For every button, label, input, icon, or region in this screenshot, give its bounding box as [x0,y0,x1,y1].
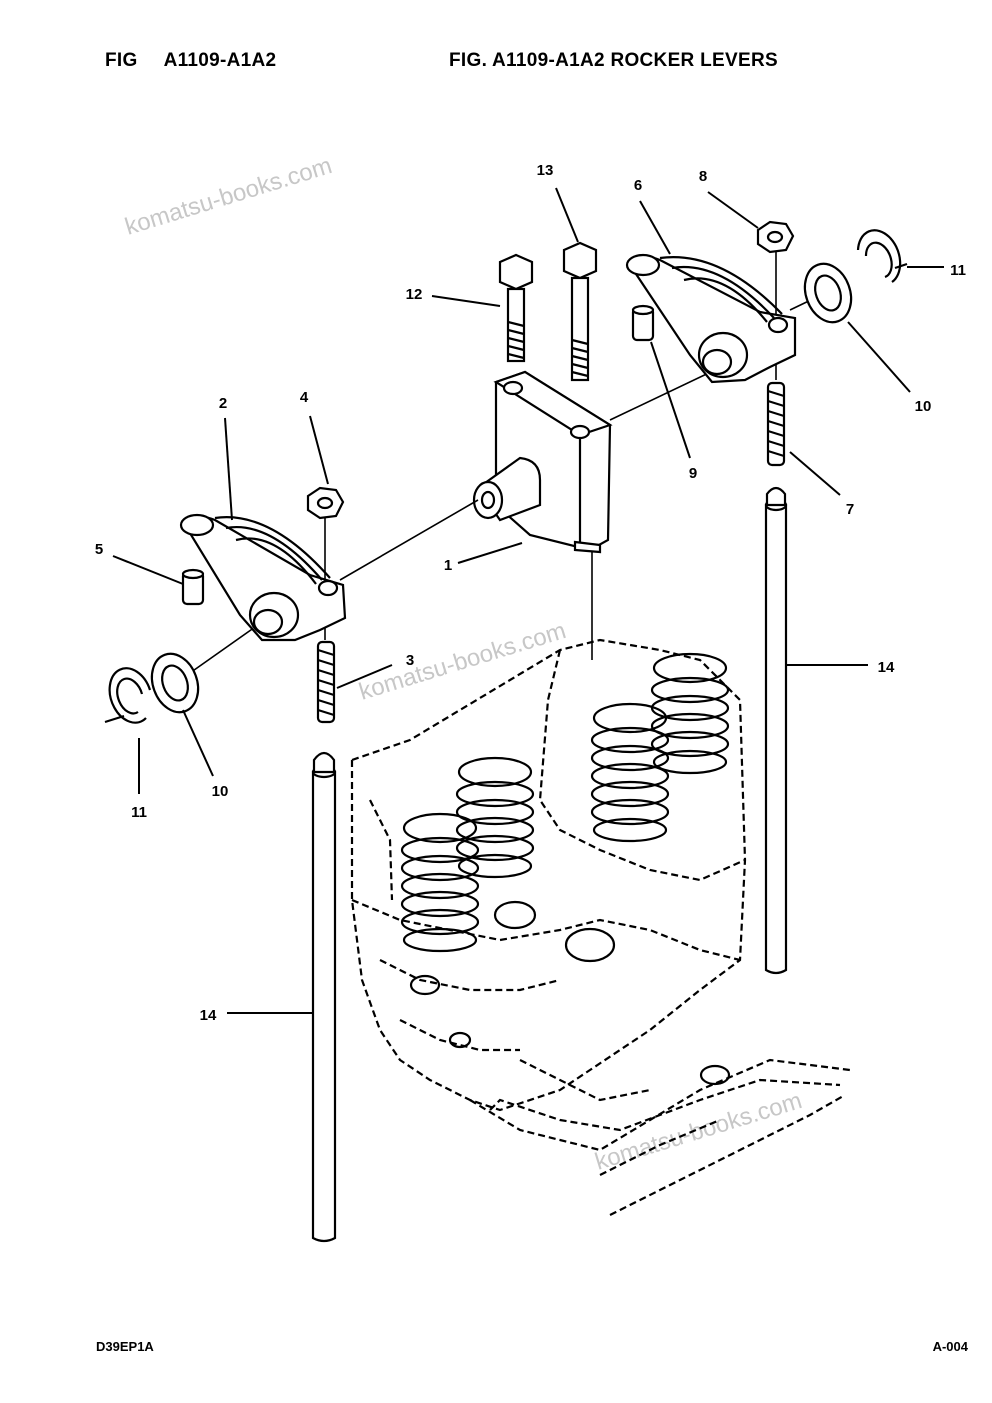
figure-header-left: FIG A1109-A1A2 [105,50,276,72]
callout-9: 9 [689,465,697,482]
push-rod-right [764,486,788,975]
callout-10-right: 10 [915,398,932,415]
callout-11-left: 11 [131,804,147,821]
rocker-lever-right [625,253,797,384]
callout-12: 12 [406,286,423,303]
footer-page-number: A-004 [932,1339,968,1354]
fig-code: A1109-A1A2 [163,50,277,71]
callout-3: 3 [406,652,414,669]
callout-11-right: 11 [950,262,966,279]
figure-title: FIG. A1109-A1A2 ROCKER LEVERS [449,50,778,71]
washer-right [803,262,853,324]
rocker-lever-left [179,513,347,642]
pin-left [181,568,205,606]
pin-right [631,304,655,342]
callout-1: 1 [444,557,452,574]
fig-label: FIG [105,50,138,71]
valve-spring-stack [455,756,535,879]
axis-line [339,499,479,581]
axis-line [609,369,716,421]
bolt-short [498,253,534,363]
rocker-support-bracket [472,370,613,554]
callout-8: 8 [699,168,707,185]
nut-left [306,486,345,520]
bolt-long [562,241,598,382]
callout-14-left: 14 [200,1007,217,1024]
valve-spring-stack [650,652,730,775]
adjusting-screw-right [766,381,786,467]
callout-7: 7 [846,501,854,518]
callout-14-right: 14 [878,659,895,676]
cylinder-head-drawing [350,638,851,1216]
footer-document-code: D39EP1A [96,1339,154,1354]
snap-ring-left [104,667,152,724]
leader-lines [112,187,944,1014]
valve-spring-stack [590,702,670,843]
adjusting-screw-left [316,640,336,724]
callout-4: 4 [300,389,309,406]
washer-left [150,652,200,714]
push-rod-left [311,751,337,1243]
callout-10-left: 10 [212,783,229,800]
watermark-text: komatsu-books.com [122,152,335,241]
callout-2: 2 [219,395,227,412]
nut-right [756,220,795,254]
callout-5: 5 [95,541,103,558]
callout-13: 13 [537,162,554,179]
valve-spring-stack [400,812,480,953]
snap-ring-right [856,229,908,283]
watermark-text: komatsu-books.com [356,617,569,706]
callouts: 1 2 3 4 5 6 7 8 9 10 10 11 11 12 13 14 1… [95,162,966,1024]
callout-6: 6 [634,177,642,194]
